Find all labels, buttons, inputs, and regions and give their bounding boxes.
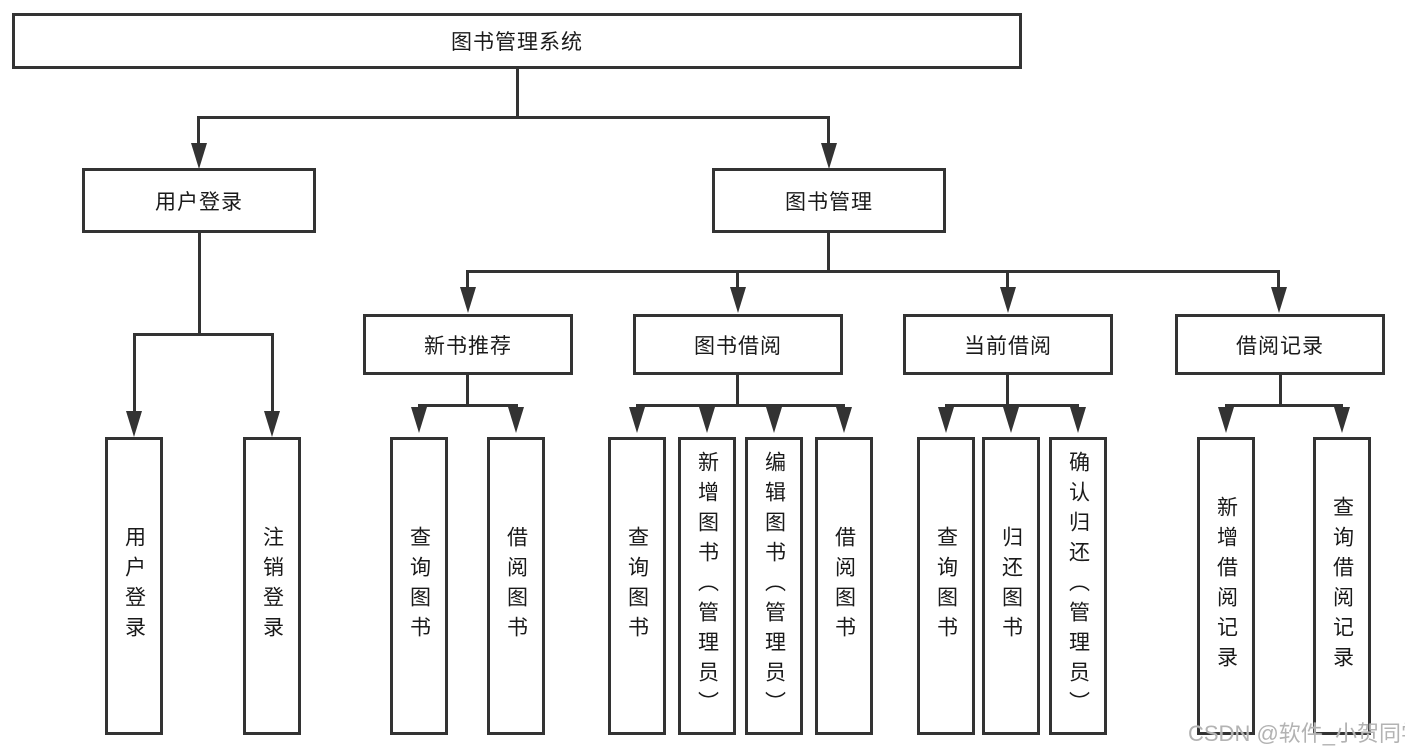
node-edit-books-admin: 编辑图书（管理员） [745,437,803,735]
arrowhead-icon [1334,407,1350,433]
connector-line [516,68,519,118]
node-user-login: 用户登录 [82,168,316,233]
arrowhead-icon [821,143,837,169]
connector-line [466,375,469,407]
node-query-books-3: 查询图书 [917,437,975,735]
connector-line [133,333,274,336]
arrowhead-icon [411,407,427,433]
arrowhead-icon [699,407,715,433]
node-logout-action: 注销登录 [243,437,301,735]
arrowhead-icon [126,411,142,437]
node-book-mgmt: 图书管理 [712,168,946,233]
watermark: CSDN @软件_小贺同学 [1188,721,1405,746]
node-add-borrow-record: 新增借阅记录 [1197,437,1255,735]
node-borrow-books-2: 借阅图书 [815,437,873,735]
connector-line [1006,375,1009,407]
connector-line [466,270,469,289]
connector-line [1225,404,1343,407]
node-query-borrow-record: 查询借阅记录 [1313,437,1371,735]
node-borrowing-records: 借阅记录 [1175,314,1385,375]
connector-line [271,333,274,413]
arrowhead-icon [766,407,782,433]
node-query-books-1: 查询图书 [390,437,448,735]
connector-line [945,404,1079,407]
connector-line [636,404,845,407]
connector-line [1277,270,1280,289]
connector-line [827,233,830,273]
arrowhead-icon [730,287,746,313]
node-user-login-action: 用户登录 [105,437,163,735]
node-return-books: 归还图书 [982,437,1040,735]
node-query-books-2: 查询图书 [608,437,666,735]
arrowhead-icon [836,407,852,433]
arrowhead-icon [938,407,954,433]
arrowhead-icon [191,143,207,169]
connector-line [827,116,830,146]
connector-line [133,333,136,413]
connector-line [1006,270,1009,289]
connector-line [197,116,200,146]
node-current-borrowing: 当前借阅 [903,314,1113,375]
connector-line [736,270,739,289]
connector-line [197,116,830,119]
arrowhead-icon [1070,407,1086,433]
connector-line [198,233,201,336]
node-borrow-books-1: 借阅图书 [487,437,545,735]
arrowhead-icon [1003,407,1019,433]
arrowhead-icon [264,411,280,437]
arrowhead-icon [508,407,524,433]
node-add-books-admin: 新增图书（管理员） [678,437,736,735]
arrowhead-icon [629,407,645,433]
connector-line [1279,375,1282,407]
node-new-book-recommend: 新书推荐 [363,314,573,375]
node-book-borrowing: 图书借阅 [633,314,843,375]
node-confirm-return-admin: 确认归还（管理员） [1049,437,1107,735]
arrowhead-icon [1000,287,1016,313]
connector-line [736,375,739,407]
node-root: 图书管理系统 [12,13,1022,69]
connector-line [418,404,518,407]
arrowhead-icon [460,287,476,313]
connector-line [466,270,1280,273]
arrowhead-icon [1271,287,1287,313]
arrowhead-icon [1218,407,1234,433]
